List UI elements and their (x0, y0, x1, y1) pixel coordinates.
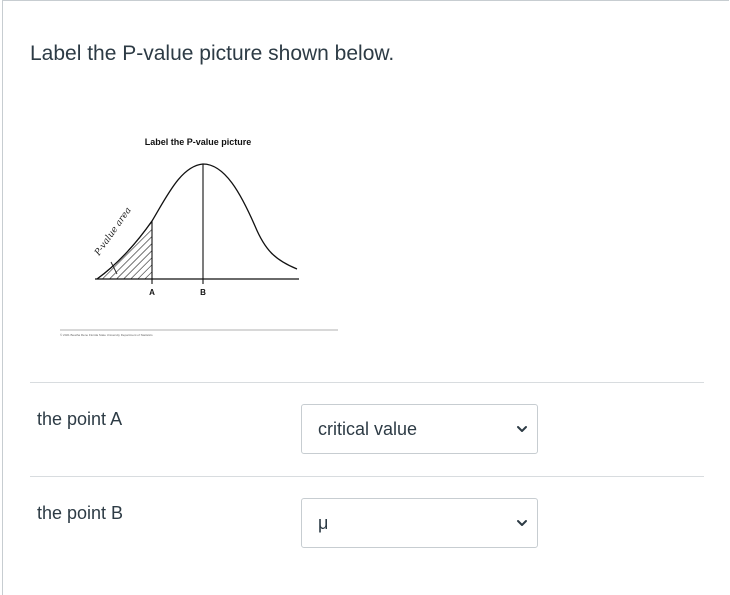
point-a-select[interactable]: critical value (301, 404, 538, 454)
point-a-label: A (149, 288, 155, 297)
point-b-select[interactable]: μ (301, 498, 538, 548)
point-b-select-value: μ (318, 512, 329, 533)
question-text: Label the P-value picture shown below. (30, 42, 395, 65)
pvalue-figure: Label the P-value picture P-value area A… (55, 128, 345, 343)
item-label-a: the point A (37, 409, 123, 429)
chevron-down-icon (517, 426, 527, 432)
divider-2 (30, 476, 704, 477)
chevron-down-icon (517, 520, 527, 526)
point-b-label: B (200, 288, 206, 297)
item-label-b: the point B (37, 503, 124, 523)
figure-copyright: © 2021 Beatha Rene Florida State Univers… (60, 333, 153, 337)
point-a-select-value: critical value (318, 418, 418, 439)
figure-title: Label the P-value picture (145, 137, 252, 147)
label-arrow (110, 261, 118, 275)
divider-1 (30, 382, 704, 383)
